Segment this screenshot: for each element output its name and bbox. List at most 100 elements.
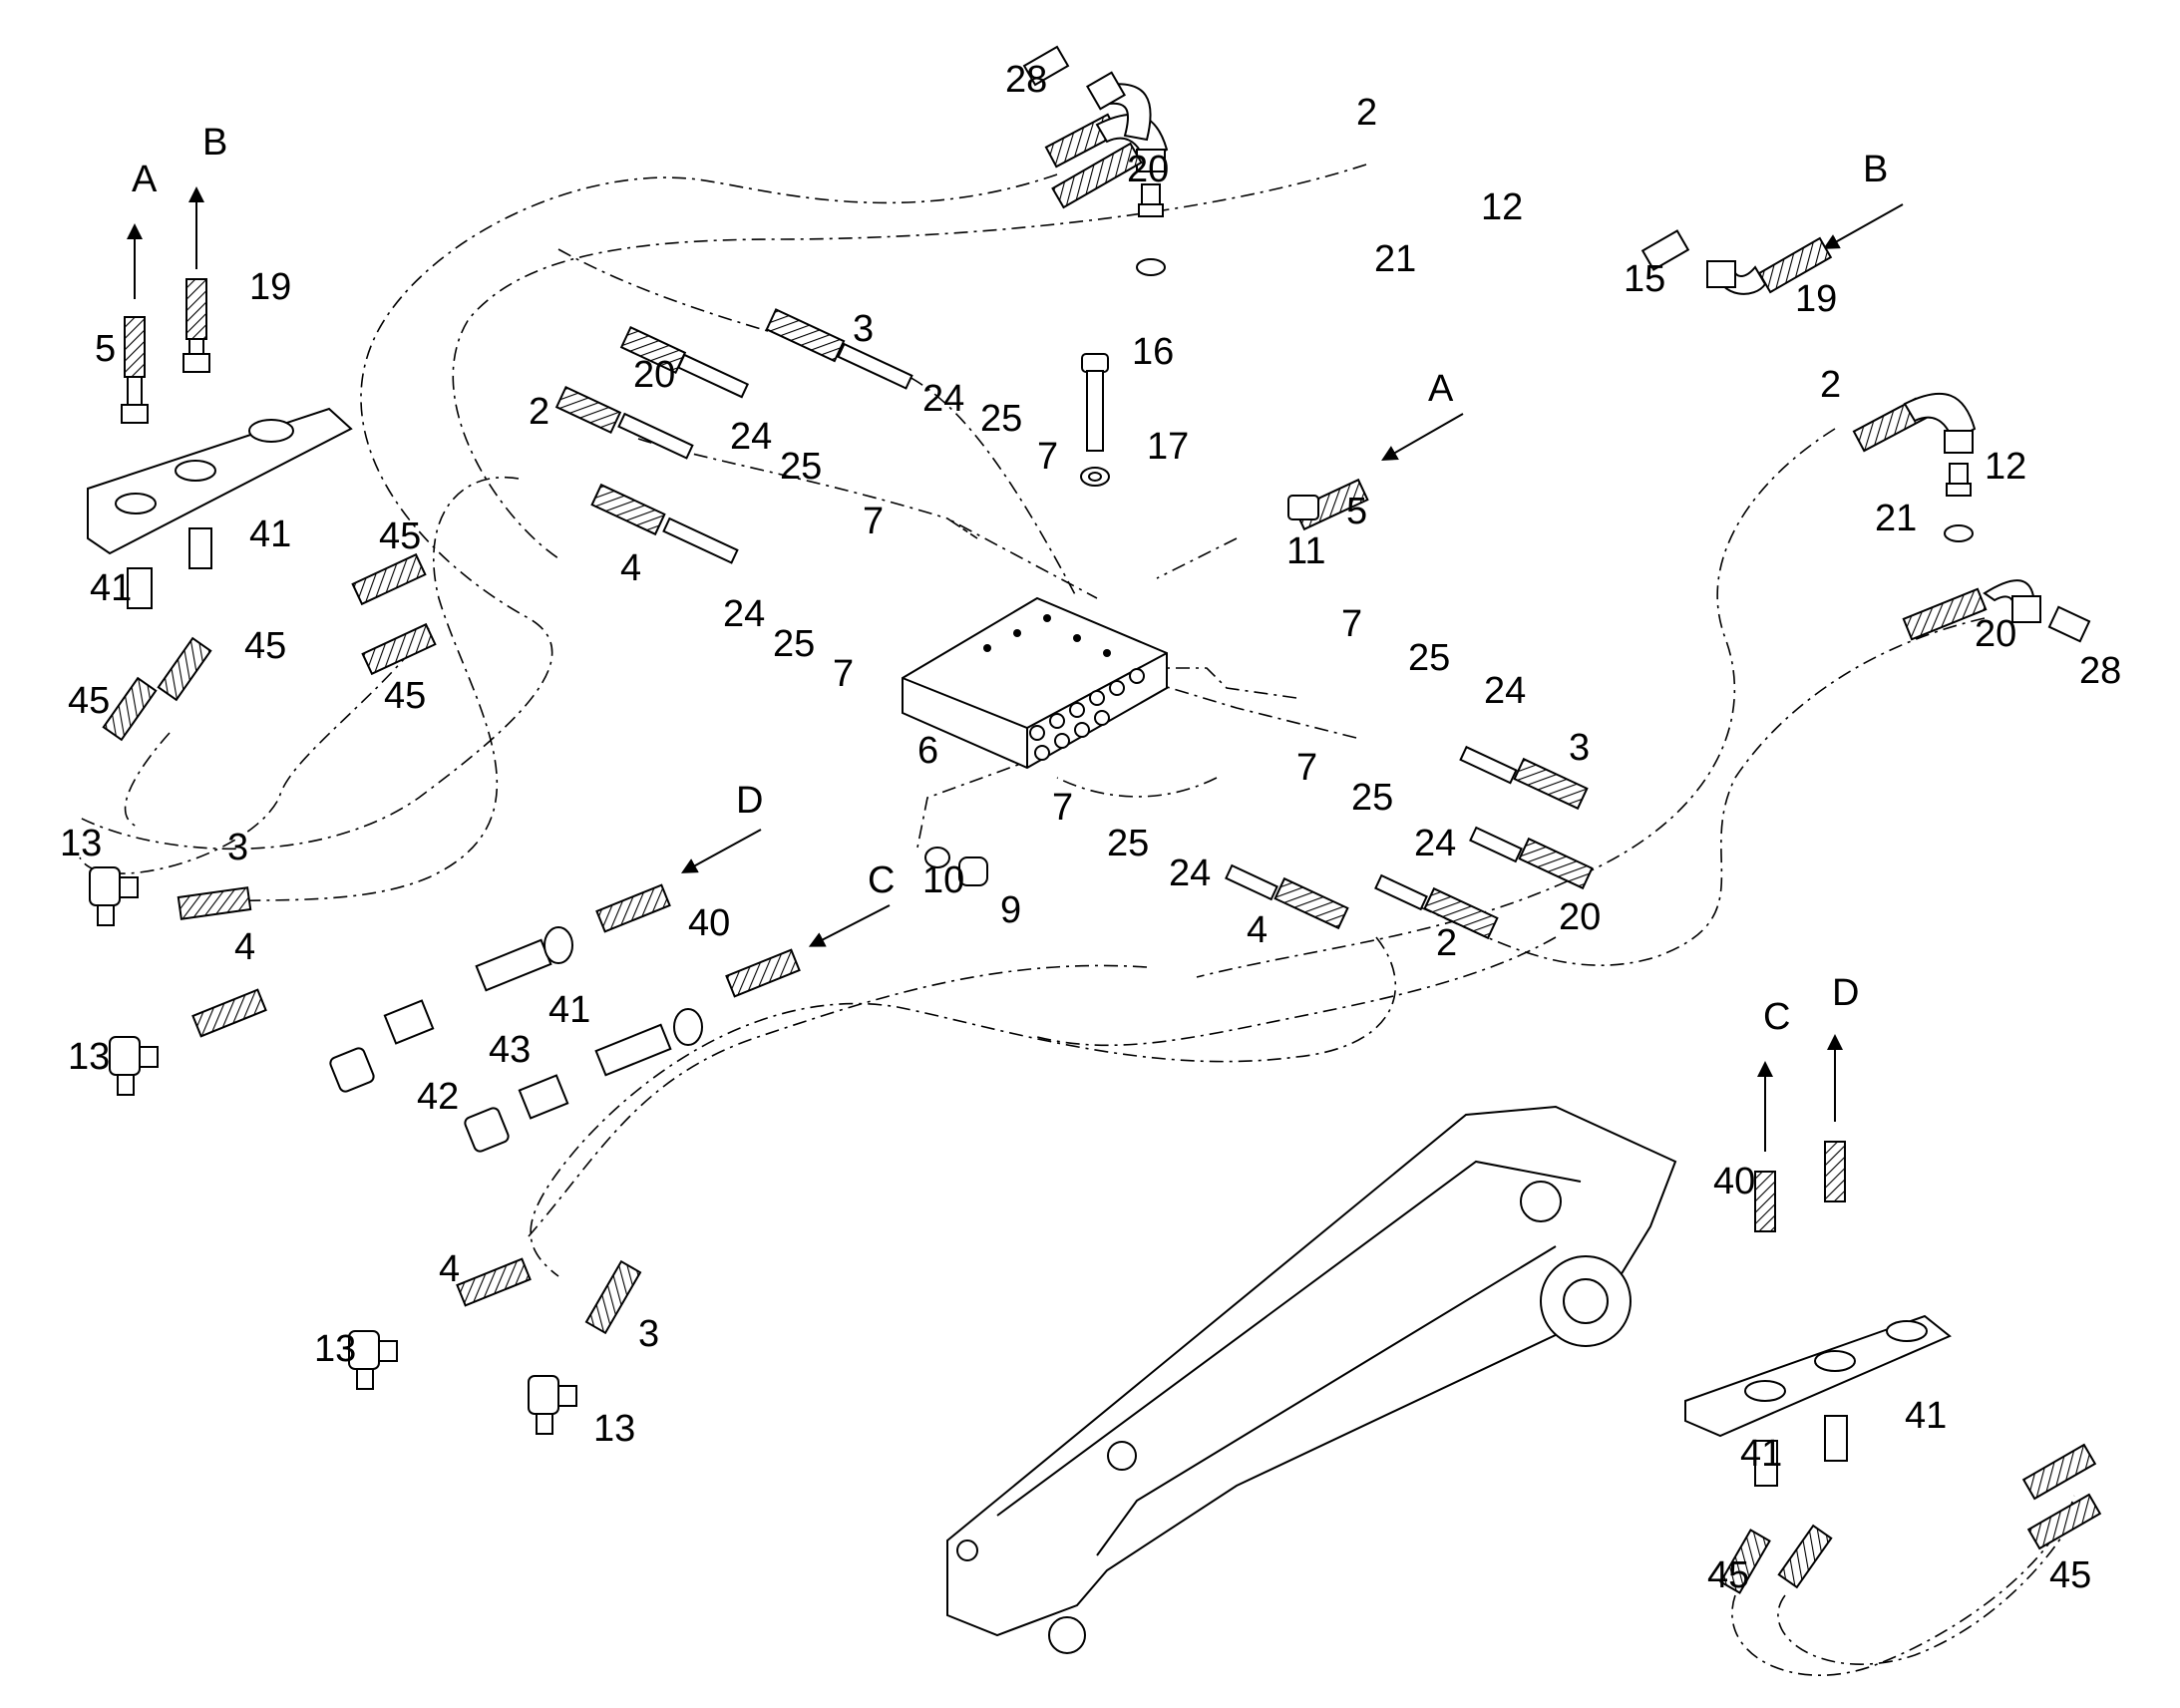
callout-c40a: 40 [688,902,730,944]
mounting-bracket-right [1684,1314,1952,1487]
hose-fitting-icon [1640,229,1833,295]
hose-fitting-icon [1423,886,1499,940]
callout-c4c: 4 [234,926,255,968]
hose-fitting-icon [182,353,210,373]
hose-fitting-icon [157,636,212,702]
callout-c20a: 20 [1127,149,1169,190]
callout-c2a: 2 [1356,92,1377,134]
callout-c24e: 24 [1414,823,1456,864]
valve-block-icon [902,596,1168,770]
callout-c24f: 24 [1169,853,1211,894]
elbow-fitting-icon [528,1375,577,1435]
hose-fitting-icon [1459,745,1518,785]
callout-c3d: 3 [638,1313,659,1355]
callout-c2b: 2 [529,391,549,433]
hose-fitting-icon [1824,1141,1846,1202]
hose-fitting-icon [1513,757,1589,811]
callout-c19r: 19 [1795,278,1837,320]
bolt-icon [1080,353,1110,487]
callout-c24b: 24 [730,416,772,458]
arrow-diag-icon [808,904,891,947]
direction-arrows [127,186,1904,1152]
hose-fitting-icon [1754,1171,1776,1232]
hose-fitting-icon [1374,873,1428,911]
callout-c3a: 3 [853,308,874,350]
hose-fitting-icon [185,278,207,340]
callout-c28a: 28 [1005,59,1047,101]
callout-c4a: 4 [620,547,641,589]
callout-c5l: 5 [95,328,116,370]
callout-c24a: 24 [922,378,964,420]
hose-fitting-icon [1518,837,1594,890]
hose-fitting-icon [662,516,739,564]
callout-c19l: 19 [249,266,291,308]
callout-cCr: C [1763,996,1790,1038]
hose-fitting-icon [1469,826,1523,863]
callout-cBr: B [1863,149,1888,190]
callout-c7c: 7 [1341,603,1362,645]
callout-c11: 11 [1286,530,1325,572]
callout-c6: 6 [917,730,938,772]
callout-c45c: 45 [384,675,426,717]
hose-fittings [102,45,2102,1594]
callout-c13d: 13 [593,1408,635,1450]
hose-fitting-icon [456,1257,532,1307]
callout-c21a: 21 [1374,238,1416,280]
callout-c2d: 2 [1436,922,1457,964]
hose-fitting-icon [1287,495,1319,520]
callout-c4b: 4 [1247,909,1268,951]
callout-c25b: 25 [980,398,1022,440]
hose-fitting-icon [1852,392,1977,542]
callout-c24c: 24 [723,593,765,635]
callout-c20d: 20 [1559,896,1601,938]
arrow-diag-icon [1381,413,1464,461]
hose-fitting-icon [1902,579,2091,643]
callout-c28b: 28 [2079,650,2121,692]
hose-fitting-icon [765,308,846,363]
callout-c41a: 41 [249,513,291,555]
hose-fitting-icon [595,883,671,933]
hose-fitting-icon [102,676,158,742]
callout-c4d: 4 [439,1248,460,1290]
callout-c40b: 40 [1713,1161,1755,1202]
hose-fitting-icon [2021,1443,2097,1501]
hose-fitting-icon [617,412,694,460]
callout-c5r: 5 [1346,491,1367,532]
callout-c17: 17 [1147,426,1189,468]
callout-cBl: B [202,122,227,164]
callout-c3b: 3 [1569,727,1590,769]
hose-fitting-icon [1719,1529,1771,1594]
callout-c13b: 13 [68,1036,110,1078]
callout-c20c: 20 [1975,613,2016,655]
callout-c25c: 25 [773,623,815,665]
boom-arm-icon [946,1105,1677,1654]
callout-c45b: 45 [244,625,286,667]
hose-fitting-icon [584,1259,642,1335]
callout-c7e: 7 [1296,747,1317,789]
callout-c41b: 41 [90,567,132,609]
callout-cAl: A [132,159,158,200]
callout-c7b: 7 [863,501,884,542]
elbow-fittings [89,866,577,1435]
callout-c25f: 25 [1107,823,1149,864]
hose-fitting-icon [837,342,913,390]
callout-c45f: 45 [2049,1554,2091,1596]
callout-c10: 10 [922,859,964,901]
hose-fitting-icon [361,622,437,676]
elbow-fitting-icon [109,1036,159,1096]
callout-cDl: D [736,780,763,822]
hose-fitting-icon [191,988,267,1038]
callout-c2c: 2 [1820,364,1841,406]
hose-fitting-icon [1777,1524,1833,1589]
hose-fitting-icon [1022,45,1152,209]
hose-fitting-icon [676,353,750,399]
hose-fitting-icon [2026,1493,2102,1550]
callout-c24d: 24 [1484,670,1526,712]
arrow-diag-icon [680,829,762,873]
hose-fitting-icon [725,948,801,998]
callout-c12b: 12 [1985,446,2026,488]
callout-c45a: 45 [379,515,421,557]
hose-fitting-icon [1273,876,1349,930]
